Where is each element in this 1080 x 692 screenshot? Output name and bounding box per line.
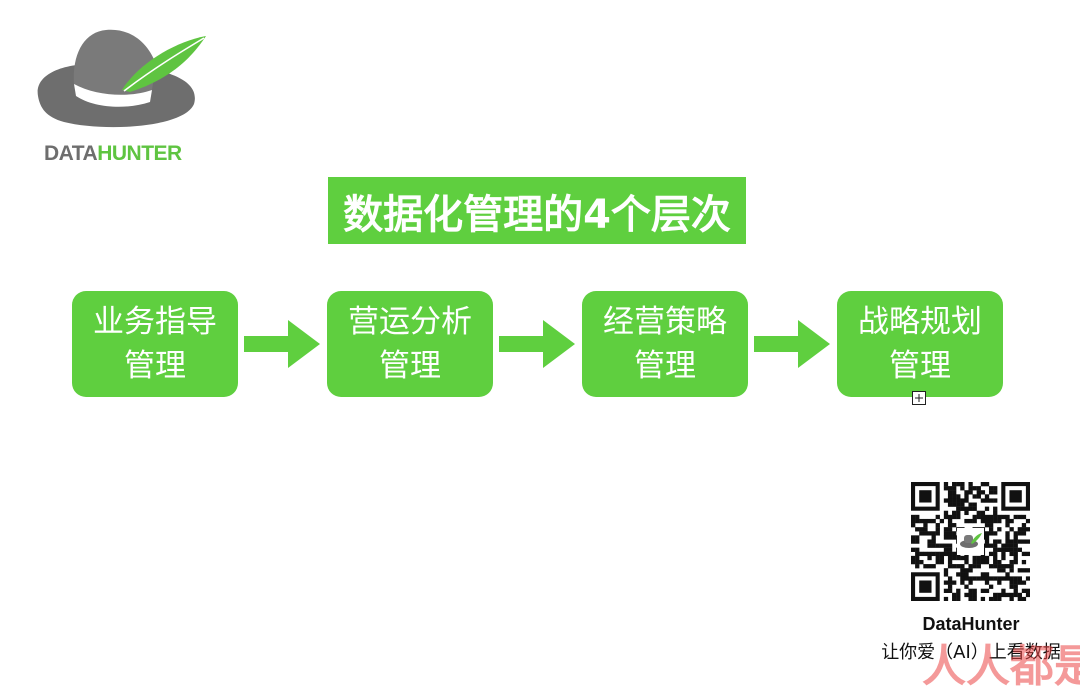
diagram-title: 数据化管理的4个层次 [328,177,746,244]
step-label-line2: 管理 [889,348,951,384]
qr-slogan: 让你爱（AI）上看数据 [881,642,1061,663]
step-box-strategic-planning: 战略规划 管理 [837,291,1003,397]
qr-brand-name: DataHunter [922,614,1020,634]
step-box-business-strategy: 经营策略 管理 [582,291,748,397]
step-label-line1: 业务指导 [93,304,217,340]
logo-text-data: DATA [44,142,98,165]
step-label-line1: 战略规划 [858,304,982,340]
expand-plus-icon[interactable] [912,391,926,405]
step-label-line2: 管理 [379,348,441,384]
right-arrow-icon [499,320,575,368]
qr-code [911,482,1030,601]
site-watermark: 人人都是 [922,641,1080,692]
step-box-business-guidance: 业务指导 管理 [72,291,238,397]
logo-wordmark: DATAHUNTER [44,142,182,166]
step-label-line1: 营运分析 [348,304,472,340]
right-arrow-icon [244,320,320,368]
step-label-line2: 管理 [634,348,696,384]
step-label-line1: 经营策略 [603,304,727,340]
datahunter-hat-logo [37,29,206,128]
right-arrow-icon [754,320,830,368]
step-box-operations-analysis: 营运分析 管理 [327,291,493,397]
logo-text-hunter: HUNTER [97,142,182,165]
step-label-line2: 管理 [124,348,186,384]
